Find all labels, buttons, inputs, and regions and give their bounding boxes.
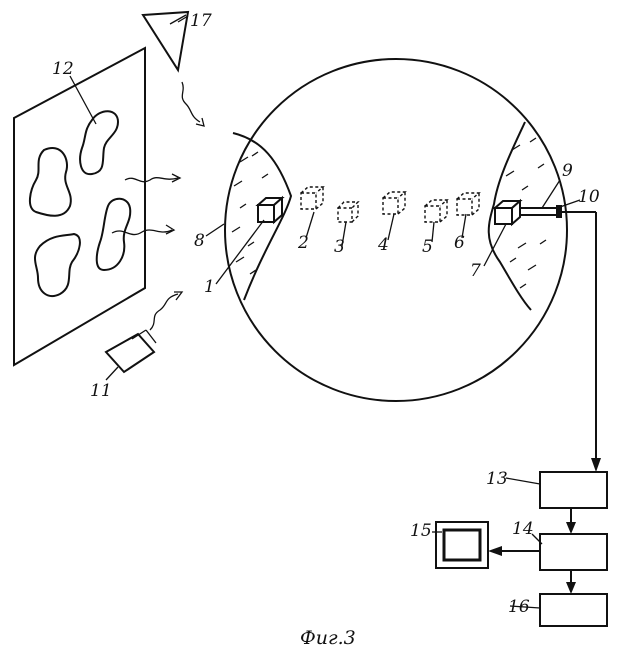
region-right [487,121,532,311]
radiation-arrows [111,81,205,331]
source-11 [104,329,157,374]
pattern-panel [13,46,146,367]
label-1: 1 [204,277,215,297]
label-4: 4 [377,235,389,255]
blob-2 [79,110,120,176]
label-6: 6 [454,233,465,253]
circle-field [224,58,568,402]
label-12: 12 [52,59,74,79]
label-15: 15 [410,521,432,541]
blob-3 [95,197,132,272]
hatching-left [231,151,269,275]
label-10: 10 [578,187,600,207]
region-8 [232,132,293,301]
block-13 [539,471,608,509]
probe-9 [520,205,596,218]
cube-3 [337,201,360,223]
figure-caption: Фиг.3 [300,627,356,649]
hatching-right [505,137,547,289]
label-14: 14 [512,519,534,539]
arrow-to-13 [591,458,601,472]
blob-4 [33,232,81,297]
block-16 [539,593,608,627]
source-17 [141,10,190,73]
label-8: 8 [194,231,205,251]
leader-lines [69,15,581,609]
label-13: 13 [486,469,508,489]
label-17: 17 [190,11,212,31]
monitor-15 [435,521,489,569]
label-11: 11 [90,381,112,401]
cube-5 [424,199,449,223]
cube-4 [382,191,407,215]
label-3: 3 [334,237,345,257]
blob-1 [29,147,72,217]
label-9: 9 [562,161,573,181]
cube-2 [300,186,325,210]
cube-1 [255,195,285,225]
label-16: 16 [508,597,530,617]
label-5: 5 [422,237,433,257]
cube-7 [492,198,523,227]
label-7: 7 [470,261,481,281]
label-2: 2 [297,233,309,253]
block-14 [539,533,608,571]
cube-6 [456,192,481,216]
